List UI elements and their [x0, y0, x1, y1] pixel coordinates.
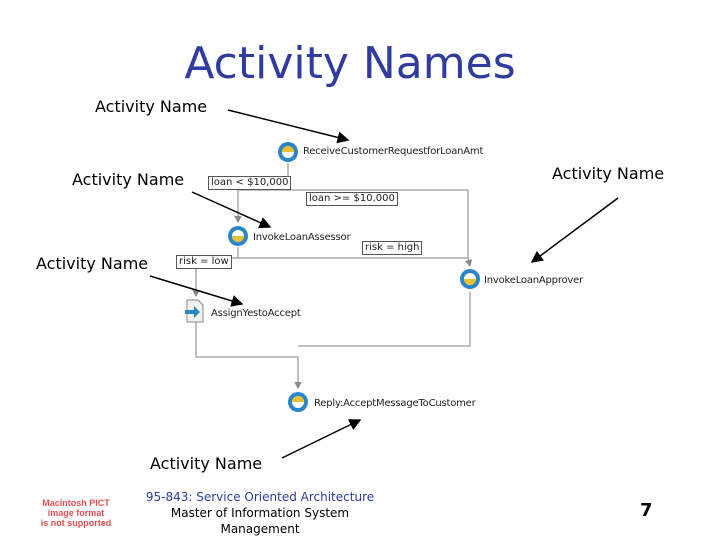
footer-program-line2: Management [220, 522, 300, 536]
condition-loan-lt: loan < $10,000 [208, 176, 292, 190]
reply-activity-icon [288, 392, 308, 412]
invoke-approver-icon [460, 269, 480, 289]
slide-title: Activity Names [184, 38, 516, 89]
condition-loan-ge: loan >= $10,000 [306, 192, 398, 206]
footer-course: 95-843: Service Oriented Architecture [145, 490, 375, 504]
invoke-assessor-icon [228, 226, 248, 246]
callout-bottom: Activity Name [150, 454, 263, 473]
node-reply-label: Reply:AcceptMessageToCustomer [314, 398, 476, 409]
condition-risk-high: risk = high [362, 241, 423, 255]
node-receive-label: ReceiveCustomerRequestforLoanAmt [303, 146, 484, 157]
receive-activity-icon [278, 142, 298, 162]
node-invoke-approver-label: InvokeLoanApprover [484, 275, 584, 286]
callout-arrows [149, 109, 619, 459]
callout-top: Activity Name [95, 97, 208, 116]
footer-program: Master of Information System [170, 506, 350, 520]
callout-left-middle: Activity Name [36, 254, 149, 273]
page-number: 7 [640, 500, 653, 521]
slide-footer: 95-843: Service Oriented Architecture Ma… [120, 489, 400, 537]
callout-right: Activity Name [552, 164, 665, 183]
pict-unsupported-notice: Macintosh PICT image format is not suppo… [40, 498, 112, 528]
assign-activity-icon [185, 299, 204, 323]
callout-left-upper: Activity Name [72, 170, 185, 189]
condition-risk-low: risk = low [176, 255, 232, 269]
node-assign-label: AssignYestoAccept [211, 308, 301, 319]
node-invoke-assessor-label: InvokeLoanAssessor [253, 232, 351, 243]
